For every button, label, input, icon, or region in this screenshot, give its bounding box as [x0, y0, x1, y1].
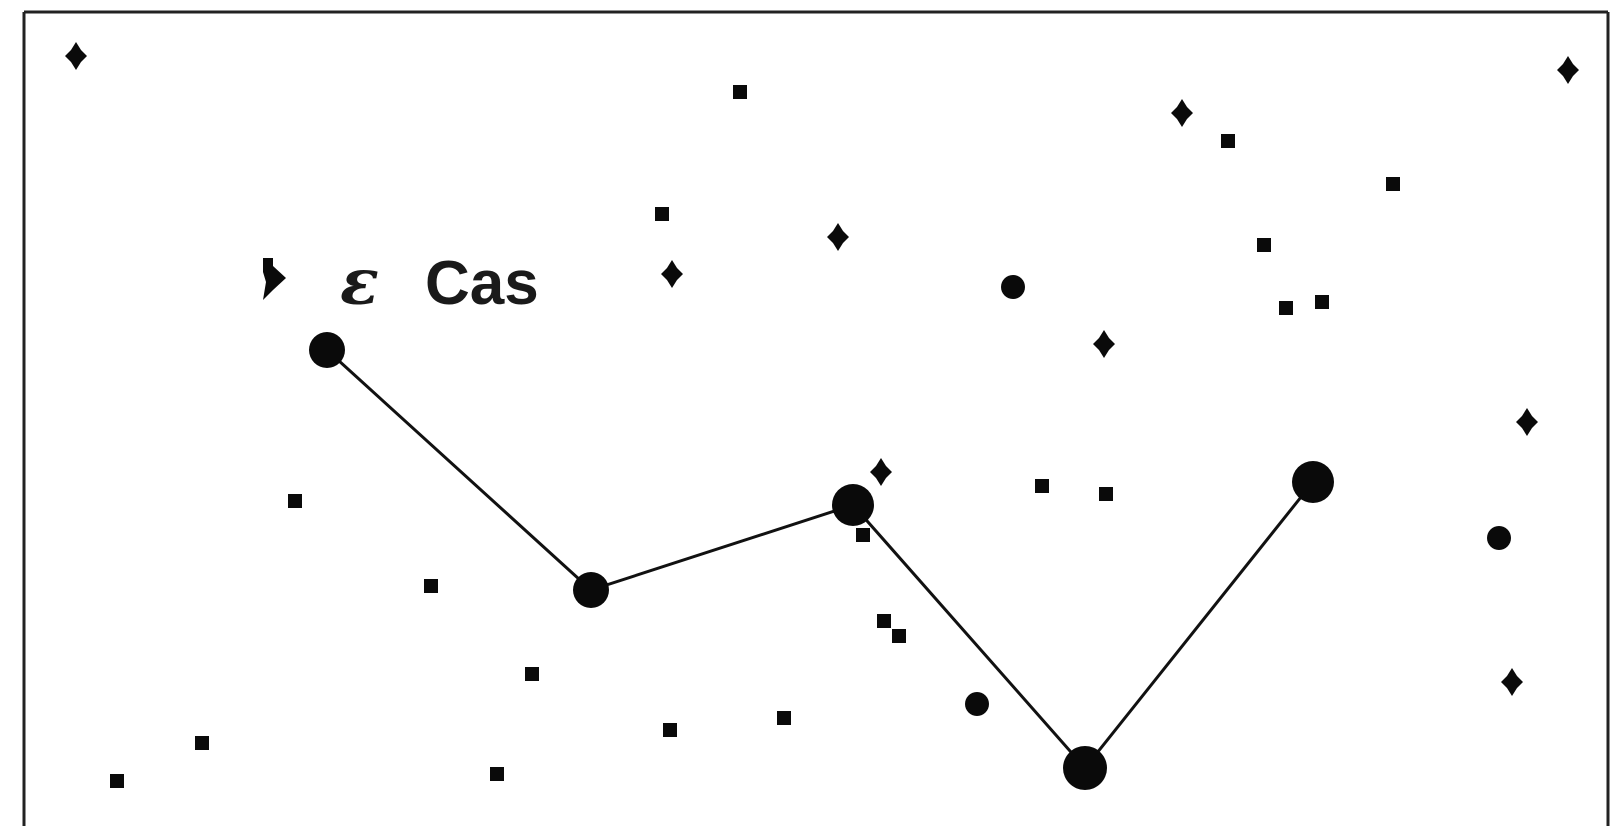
background-star: [1257, 238, 1271, 252]
constellation-line-segment: [1083, 480, 1315, 770]
background-star: [1315, 295, 1329, 309]
star-label-greek: ε: [340, 245, 379, 320]
background-star: [1487, 526, 1511, 550]
background-star: [661, 260, 683, 288]
background-star: [856, 528, 870, 542]
background-star: [892, 629, 906, 643]
star-label-name: Cas: [425, 249, 539, 318]
star-label: ε Cas: [340, 245, 539, 320]
constellation-star-gamma: [832, 484, 874, 526]
constellation-line-segment: [325, 348, 593, 592]
background-star: [1501, 668, 1523, 696]
background-star: [1386, 177, 1400, 191]
background-star: [288, 494, 302, 508]
background-star: [1221, 134, 1235, 148]
label-star-mark: [263, 258, 286, 300]
background-star: [777, 711, 791, 725]
background-star: [663, 723, 677, 737]
background-star: [1035, 479, 1049, 493]
background-star: [1516, 408, 1538, 436]
background-star: [525, 667, 539, 681]
background-star: [195, 736, 209, 750]
chart-frame: [22, 10, 1610, 826]
background-star: [965, 692, 989, 716]
background-star: [110, 774, 124, 788]
constellation-line-segment: [851, 503, 1087, 770]
background-star: [1093, 330, 1115, 358]
background-star: [424, 579, 438, 593]
background-star: [1279, 301, 1293, 315]
background-star: [1099, 487, 1113, 501]
background-star: [1557, 56, 1579, 84]
background-star: [655, 207, 669, 221]
background-star: [827, 223, 849, 251]
constellation-star-alpha: [1063, 746, 1107, 790]
background-star: [1171, 99, 1193, 127]
background-star: [65, 42, 87, 70]
constellation-lines: [325, 348, 1315, 770]
label-star: [263, 258, 286, 300]
background-star: [870, 458, 892, 486]
background-stars: [65, 42, 1579, 788]
background-star: [733, 85, 747, 99]
constellation-star-delta: [573, 572, 609, 608]
constellation-stars: [309, 332, 1334, 790]
background-star: [1001, 275, 1025, 299]
background-star: [877, 614, 891, 628]
constellation-line-segment: [589, 503, 855, 592]
background-star: [490, 767, 504, 781]
constellation-star-beta: [1292, 461, 1334, 503]
constellation-star-epsilon: [309, 332, 345, 368]
